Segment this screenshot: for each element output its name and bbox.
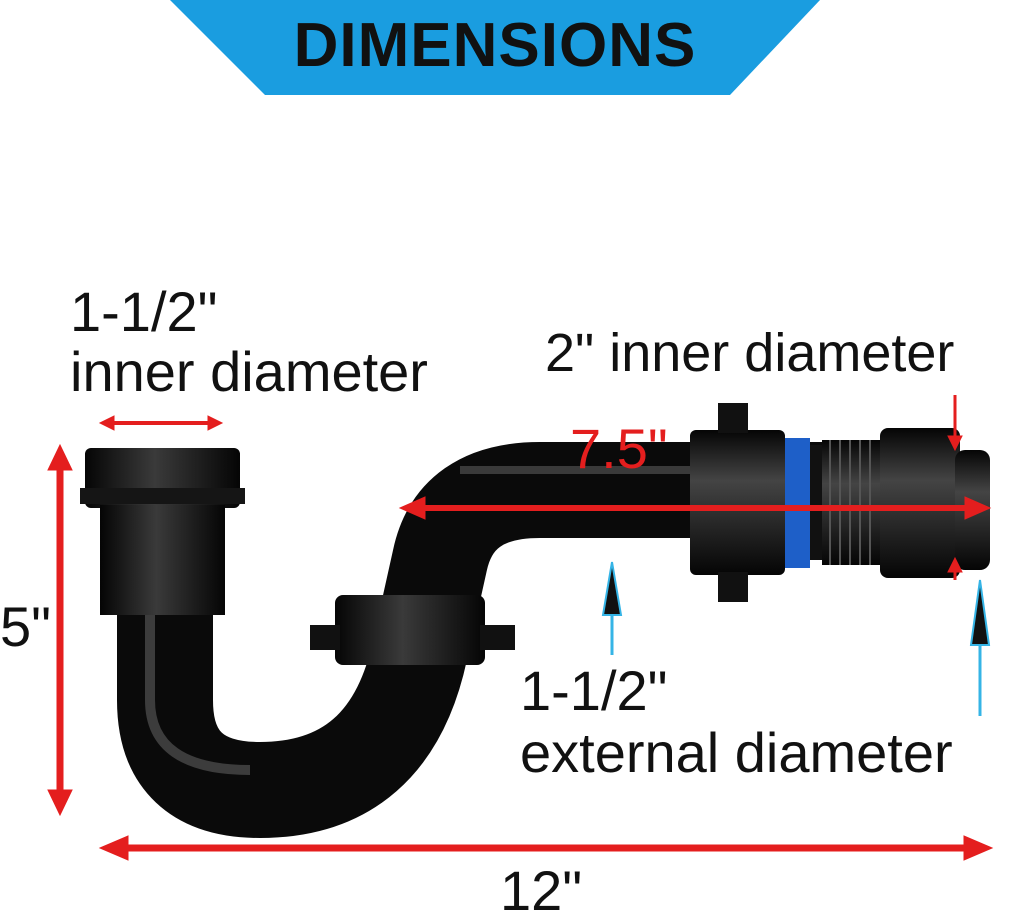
external-size-label: 1-1/2" xyxy=(520,659,668,722)
dimension-arrows xyxy=(47,395,994,861)
external-desc-label: external diameter xyxy=(520,721,953,784)
title-text: DIMENSIONS xyxy=(293,11,697,80)
horizontal-length-label: 7.5" xyxy=(570,417,668,480)
tailpiece-nut xyxy=(80,448,245,615)
union-nut xyxy=(690,403,785,602)
title-banner xyxy=(170,0,820,95)
inlet-desc-label: inner diameter xyxy=(70,340,428,403)
total-length-label: 12" xyxy=(500,859,583,922)
j-bend-nut xyxy=(310,595,515,665)
blue-seal-ring xyxy=(785,438,810,568)
height-label: 5" xyxy=(0,595,52,658)
inlet-size-label: 1-1/2" xyxy=(70,280,218,343)
outlet-desc-label: 2" inner diameter xyxy=(545,323,955,383)
outlet-nut xyxy=(880,428,960,578)
threads xyxy=(822,440,882,565)
external-diameter-arrows xyxy=(601,561,991,716)
